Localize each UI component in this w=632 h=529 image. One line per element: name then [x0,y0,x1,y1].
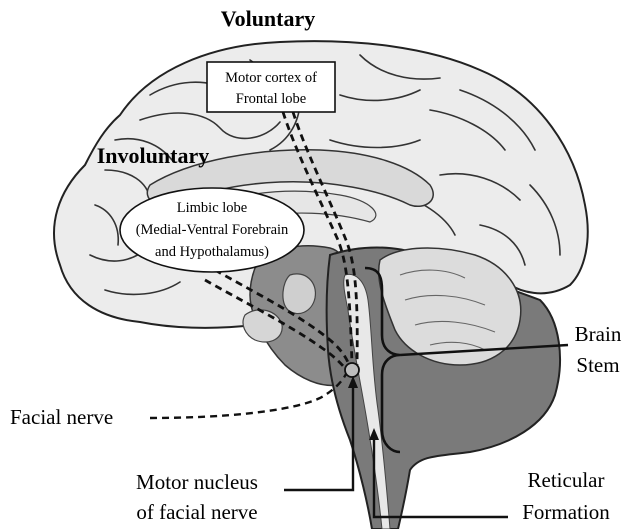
facial-nerve-label: Facial nerve [10,405,113,429]
brain-stem-label-line1: Brain [575,322,622,346]
limbic-line1: Limbic lobe [177,200,247,216]
motor-nucleus-label-line1: Motor nucleus [136,470,258,494]
motor-nucleus-label-line2: of facial nerve [136,500,257,524]
reticular-label-line1: Reticular [528,468,605,492]
limbic-line3: and Hypothalamus) [155,244,269,260]
involuntary-heading: Involuntary [97,143,209,168]
brain-stem-label-line2: Stem [576,353,619,377]
motor-cortex-line2: Frontal lobe [236,91,306,107]
voluntary-heading: Voluntary [221,6,316,31]
motor-cortex-line1: Motor cortex of [225,70,317,86]
motor-nucleus-marker [345,363,359,377]
reticular-label-line2: Formation [522,500,610,524]
limbic-line2: (Medial-Ventral Forebrain [136,222,289,238]
hypothalamus-structure [283,274,316,314]
